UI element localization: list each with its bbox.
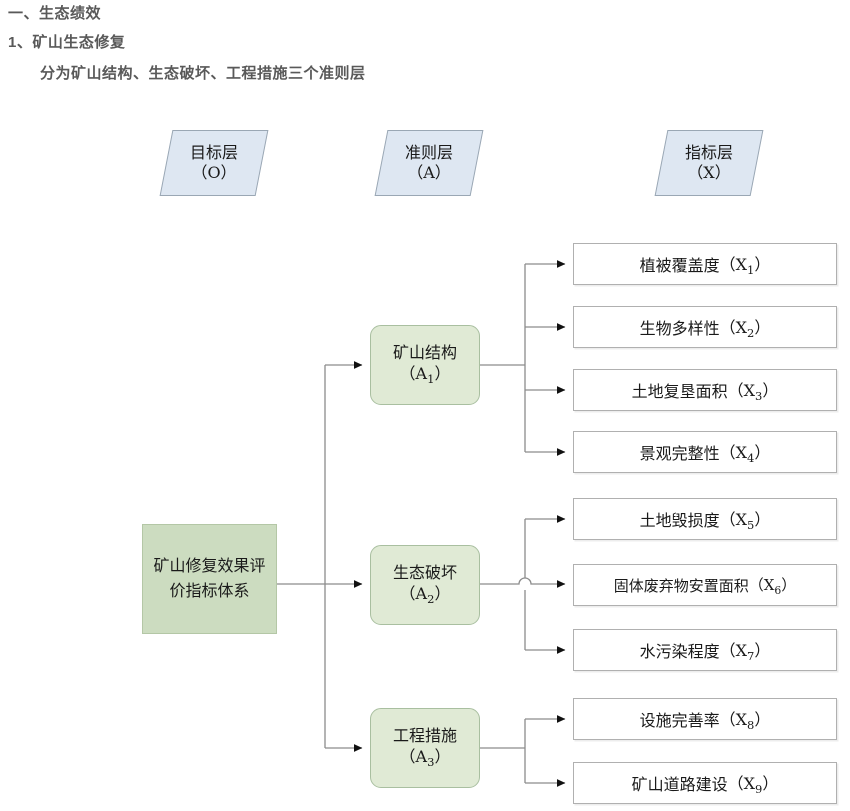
indicator-x4-label: 景观完整性 (639, 444, 720, 463)
criteria-a2-code: （A2） (399, 583, 451, 606)
criteria-node-a3[interactable]: 工程措施 （A3） (370, 708, 480, 788)
indicator-x6-label: 固体废弃物安置面积 (613, 576, 749, 595)
layer-label-goal: 目标层 （O） (159, 130, 269, 196)
indicator-node-x7[interactable]: 水污染程度 （X7） (573, 629, 837, 671)
layer-goal-code: （O） (191, 163, 237, 182)
page-heading-description: 分为矿山结构、生态破坏、工程措施三个准则层 (40, 65, 366, 82)
indicator-x9-label: 矿山道路建设 (631, 775, 728, 794)
goal-node-label: 矿山修复效果评价指标体系 (153, 556, 266, 600)
indicator-x3-code: （X3） (727, 380, 779, 404)
criteria-node-a1[interactable]: 矿山结构 （A1） (370, 325, 480, 405)
indicator-node-x5[interactable]: 土地毁损度 （X5） (573, 498, 837, 540)
indicator-x1-code: （X1） (719, 254, 771, 278)
goal-node[interactable]: 矿山修复效果评价指标体系 (142, 524, 277, 634)
indicator-node-x8[interactable]: 设施完善率 （X8） (573, 698, 837, 740)
layer-indicator-name: 指标层 (684, 143, 733, 162)
page-heading-item: 1、矿山生态修复 (8, 34, 126, 51)
criteria-a3-code: （A3） (399, 746, 451, 769)
indicator-x8-code: （X8） (719, 709, 771, 733)
indicator-x4-code: （X4） (719, 442, 771, 466)
indicator-x2-label: 生物多样性 (639, 319, 720, 338)
criteria-a3-label: 工程措施 (392, 726, 457, 746)
indicator-node-x2[interactable]: 生物多样性 （X2） (573, 306, 837, 348)
layer-criteria-name: 准则层 (404, 143, 453, 162)
indicator-node-x4[interactable]: 景观完整性 （X4） (573, 431, 837, 473)
indicator-x3-label: 土地复垦面积 (631, 382, 728, 401)
indicator-x7-code: （X7） (719, 640, 771, 664)
layer-indicator-code: （X） (687, 163, 731, 182)
criteria-a1-label: 矿山结构 (392, 343, 457, 363)
layer-label-criteria: 准则层 （A） (374, 130, 484, 196)
indicator-x6-code: （X6） (748, 575, 797, 597)
indicator-x5-code: （X5） (719, 509, 771, 533)
indicator-x9-code: （X9） (727, 773, 779, 797)
indicator-node-x6[interactable]: 固体废弃物安置面积 （X6） (573, 564, 837, 606)
indicator-x1-label: 植被覆盖度 (639, 256, 720, 275)
layer-goal-name: 目标层 (189, 143, 238, 162)
indicator-node-x3[interactable]: 土地复垦面积 （X3） (573, 369, 837, 411)
criteria-a1-code: （A1） (399, 363, 451, 386)
layer-label-indicator: 指标层 （X） (654, 130, 764, 196)
page-heading-section: 一、生态绩效 (8, 5, 102, 22)
indicator-x8-label: 设施完善率 (639, 711, 720, 730)
indicator-x7-label: 水污染程度 (639, 642, 720, 661)
indicator-x2-code: （X2） (719, 317, 771, 341)
layer-criteria-code: （A） (407, 163, 451, 182)
indicator-node-x1[interactable]: 植被覆盖度 （X1） (573, 243, 837, 285)
indicator-node-x9[interactable]: 矿山道路建设 （X9） (573, 762, 837, 804)
criteria-a2-label: 生态破坏 (392, 563, 457, 583)
indicator-x5-label: 土地毁损度 (639, 511, 720, 530)
criteria-node-a2[interactable]: 生态破坏 （A2） (370, 545, 480, 625)
